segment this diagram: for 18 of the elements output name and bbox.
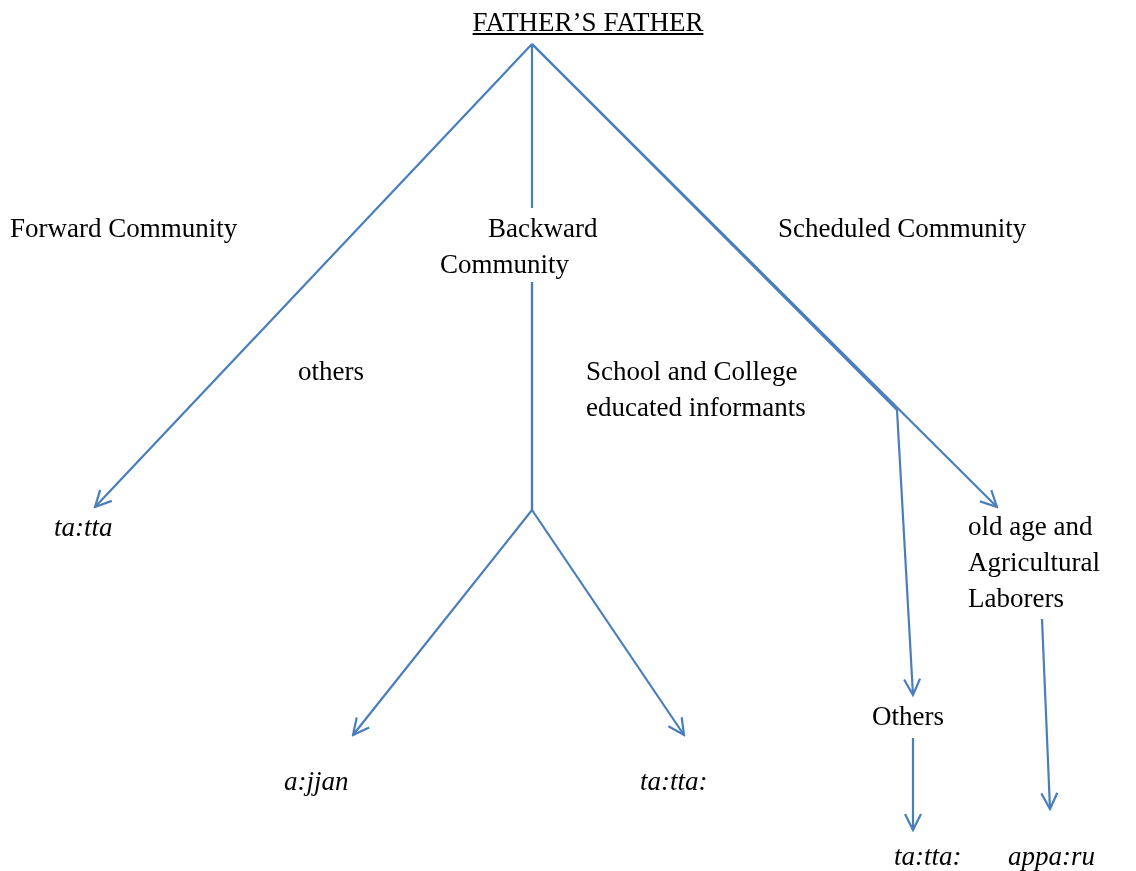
kinship-term: ta:tta: — [640, 765, 709, 798]
branch-note: Scheduled Community — [778, 212, 1028, 245]
branch-label: Backward Community — [440, 212, 599, 281]
branch-note: Forward Community — [10, 212, 239, 245]
arrow — [93, 43, 533, 509]
root-heading: FATHER’S FATHER — [471, 6, 705, 39]
branch-label: old age and Agricultural Laborers — [968, 510, 1101, 615]
arrow — [1040, 618, 1059, 811]
branch-note: School and College educated informants — [586, 355, 807, 424]
arrow — [530, 282, 686, 737]
arrow — [903, 738, 923, 832]
branch-note: others — [298, 355, 365, 388]
arrow — [531, 43, 922, 697]
kinship-term: ta:tta: — [894, 840, 963, 871]
branch-label: Others — [872, 700, 945, 733]
kinship-term: ta:tta — [54, 511, 114, 544]
kinship-term: a:jjan — [284, 765, 350, 798]
kinship-term: appa:ru — [1008, 840, 1096, 871]
